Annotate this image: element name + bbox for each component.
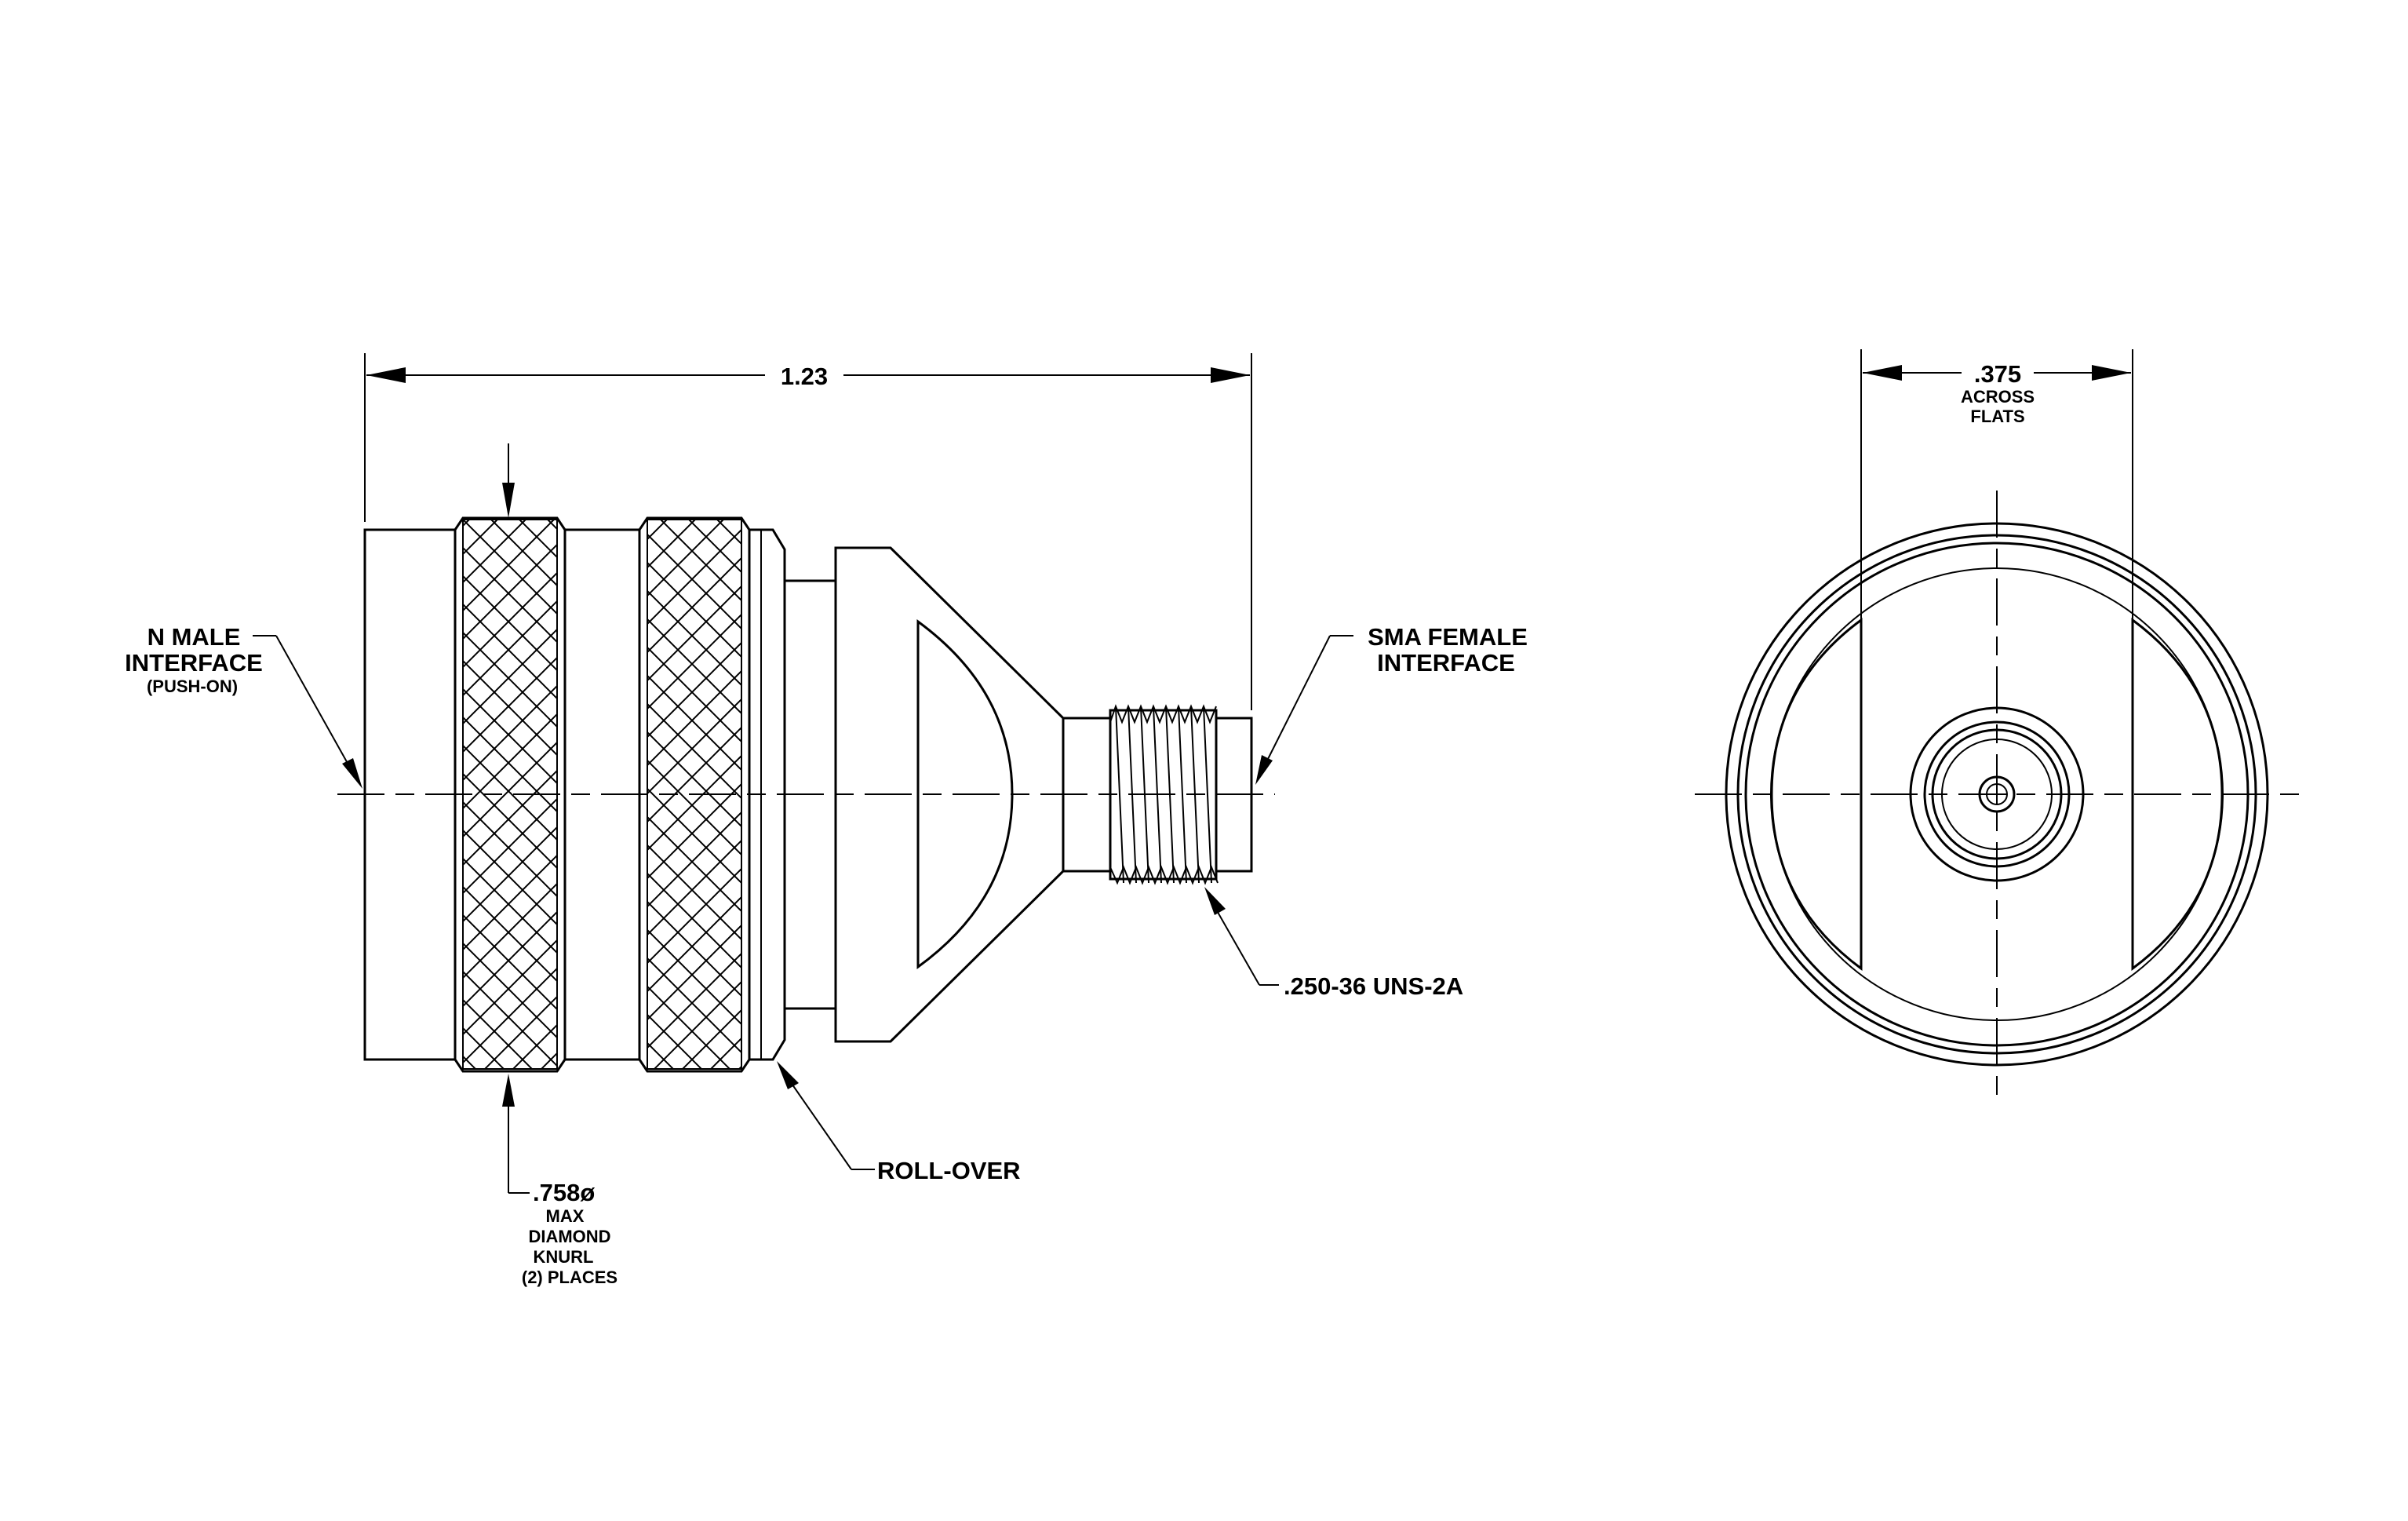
across-flats-dimension: .375 ACROSS FLATS bbox=[1860, 349, 2133, 620]
thread-leader: .250-36 UNS-2A bbox=[1204, 887, 1463, 1000]
n-male-leader bbox=[253, 635, 362, 789]
rollover-label: ROLL-OVER bbox=[877, 1157, 1021, 1184]
flat-left bbox=[1770, 618, 1863, 971]
svg-text:INTERFACE: INTERFACE bbox=[125, 649, 263, 677]
end-view bbox=[1695, 491, 2303, 1099]
svg-text:.758ø: .758ø bbox=[533, 1179, 595, 1206]
rollover-leader: ROLL-OVER bbox=[777, 1061, 1021, 1184]
sma-leader bbox=[1255, 635, 1353, 785]
svg-text:KNURL: KNURL bbox=[534, 1247, 594, 1267]
svg-text:(2) PLACES: (2) PLACES bbox=[522, 1268, 617, 1287]
sma-label: SMA FEMALE INTERFACE bbox=[1368, 623, 1528, 677]
length-dimension: 1.23 bbox=[364, 353, 1252, 710]
svg-text:MAX: MAX bbox=[546, 1206, 585, 1226]
length-label: 1.23 bbox=[781, 363, 828, 390]
knurl-label: .758ø MAX DIAMOND KNURL (2) PLACES bbox=[522, 1179, 617, 1287]
thread-label: .250-36 UNS-2A bbox=[1284, 972, 1463, 1000]
outer-circle bbox=[1725, 522, 2269, 1067]
side-view bbox=[337, 516, 1275, 1073]
svg-text:SMA FEMALE: SMA FEMALE bbox=[1368, 623, 1528, 651]
svg-text:.375: .375 bbox=[1974, 360, 2021, 388]
knurl-diameter-leader bbox=[502, 443, 530, 1194]
svg-text:ACROSS: ACROSS bbox=[1961, 387, 2035, 407]
knurl-band-1 bbox=[454, 516, 566, 1073]
svg-text:FLATS: FLATS bbox=[1970, 407, 2024, 426]
svg-text:N MALE: N MALE bbox=[148, 623, 241, 651]
svg-text:DIAMOND: DIAMOND bbox=[528, 1227, 610, 1246]
sma-face bbox=[1215, 717, 1253, 873]
inner-body-circle bbox=[1909, 706, 2085, 882]
knurl-band-2 bbox=[638, 516, 751, 1073]
center-pin bbox=[1978, 775, 2016, 813]
svg-text:INTERFACE: INTERFACE bbox=[1377, 649, 1515, 677]
flat-right bbox=[2131, 618, 2224, 971]
thread-section bbox=[1109, 704, 1219, 885]
n-male-label: N MALE INTERFACE (PUSH-ON) bbox=[125, 623, 263, 696]
svg-text:(PUSH-ON): (PUSH-ON) bbox=[147, 677, 238, 696]
